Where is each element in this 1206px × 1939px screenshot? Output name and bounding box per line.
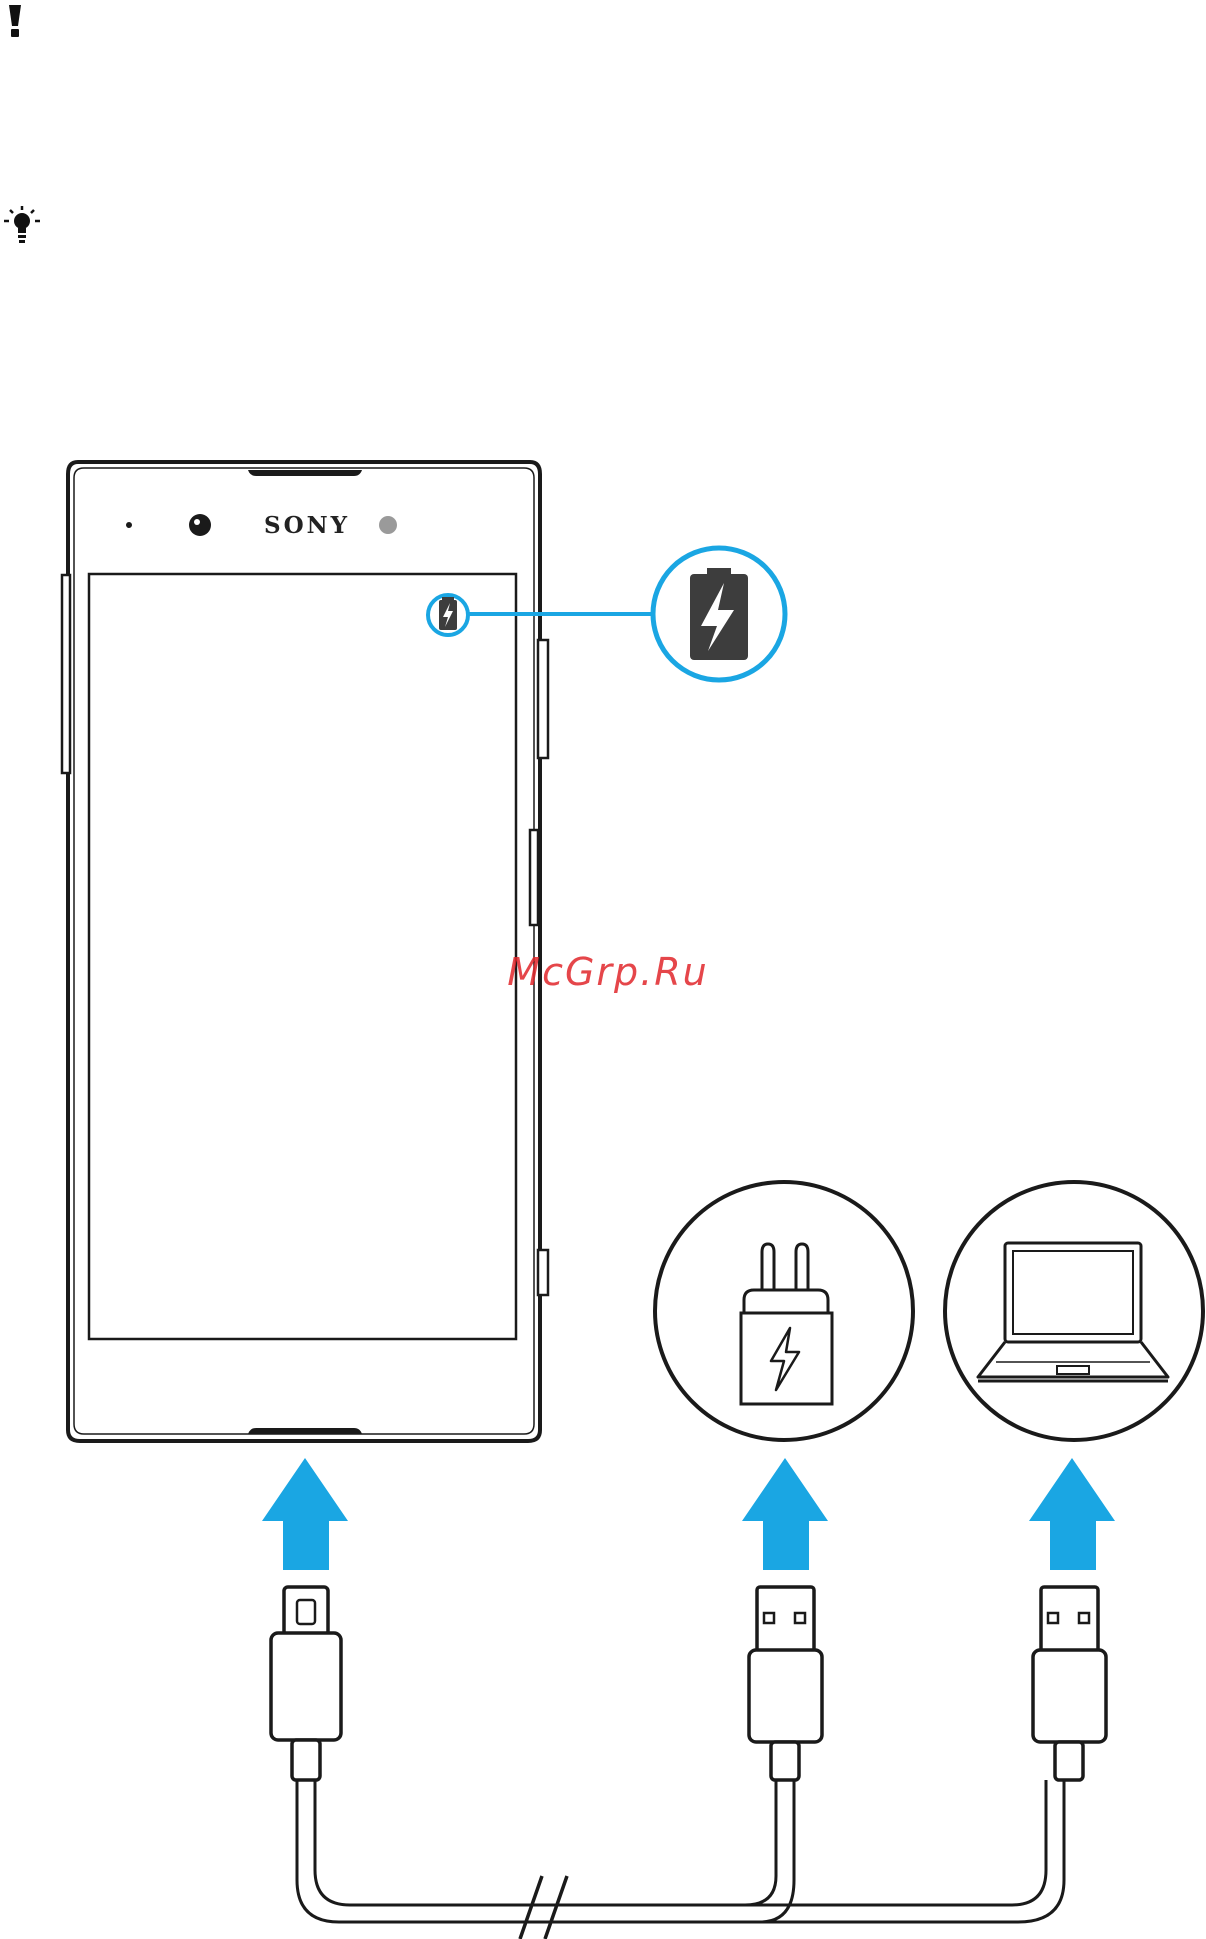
usb-a-plug-icon <box>749 1587 822 1780</box>
phone-brand: SONY <box>264 512 350 539</box>
battery-callout <box>653 548 785 680</box>
earpiece <box>248 470 362 476</box>
wall-charger-source <box>655 1182 913 1440</box>
usb-a-plug-icon-2 <box>1033 1587 1106 1780</box>
computer-source <box>945 1182 1203 1440</box>
power-button <box>530 830 538 925</box>
usb-c-plug-icon <box>271 1587 341 1780</box>
front-camera <box>189 514 211 536</box>
arrow-to-computer <box>1029 1458 1115 1570</box>
arrow-to-charger <box>742 1458 828 1570</box>
battery-charging-icon <box>690 568 748 660</box>
phone: SONY <box>62 462 548 1441</box>
watermark: McGrp.Ru <box>507 950 708 994</box>
usb-cable <box>297 1780 1064 1939</box>
bottom-speaker <box>248 1428 362 1434</box>
light-sensor <box>379 516 397 534</box>
volume-button <box>538 640 548 758</box>
arrow-to-phone <box>262 1458 348 1570</box>
arrows <box>262 1458 1115 1570</box>
sensor-dot <box>126 522 132 528</box>
camera-button <box>538 1250 548 1295</box>
phone-screen <box>89 574 516 1339</box>
